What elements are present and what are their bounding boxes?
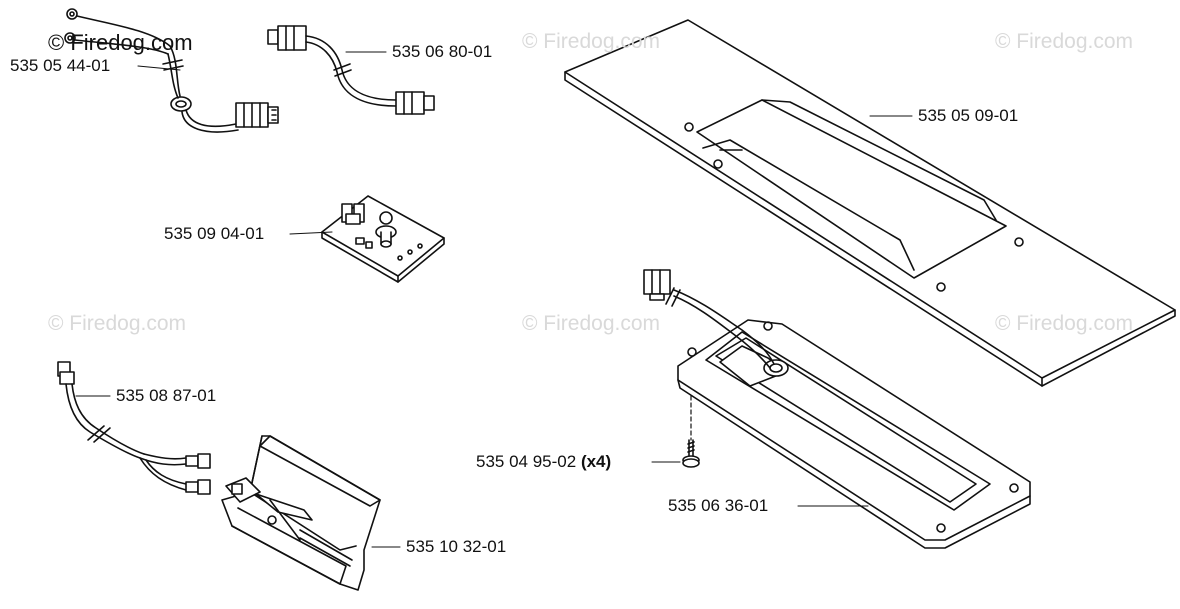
wire-535-06-80-01: [268, 26, 434, 114]
watermark: © Firedog.com: [995, 30, 1134, 53]
bracket-535-10-32-01: [222, 436, 380, 590]
watermark: © Firedog.com: [995, 312, 1134, 335]
part-number: 535 04 95-02: [476, 452, 577, 471]
leader-lines: [75, 51, 913, 548]
watermark: © Firedog.com: [48, 312, 187, 335]
brand-watermark: © Firedog.com: [48, 30, 193, 55]
watermark: © Firedog.com: [522, 30, 661, 53]
part-label-535-10-32-01: 535 10 32-01: [406, 537, 507, 556]
part-label-535-05-44-01: 535 05 44-01: [10, 56, 111, 75]
part-label-535-05-09-01: 535 05 09-01: [918, 106, 1019, 125]
part-label-535-09-04-01: 535 09 04-01: [164, 224, 265, 243]
part-label-535-06-80-01: 535 06 80-01: [392, 42, 493, 61]
part-label-535-08-87-01: 535 08 87-01: [116, 386, 217, 405]
screw-535-04-95-02: [683, 396, 699, 467]
wire-535-08-87-01: [58, 362, 210, 494]
part-label-535-06-36-01: 535 06 36-01: [668, 496, 769, 515]
top-plate-535-05-09-01: [565, 20, 1175, 386]
watermark: © Firedog.com: [522, 312, 661, 335]
part-quantity: (x4): [580, 452, 612, 471]
part-label-535-04-95-02: 535 04 95-02 (x4): [476, 452, 611, 472]
wire-harness-535-05-44-01: [65, 9, 278, 132]
heater-element-535-06-36-01: [644, 270, 1030, 548]
circuit-board-535-09-04-01: [322, 196, 444, 282]
